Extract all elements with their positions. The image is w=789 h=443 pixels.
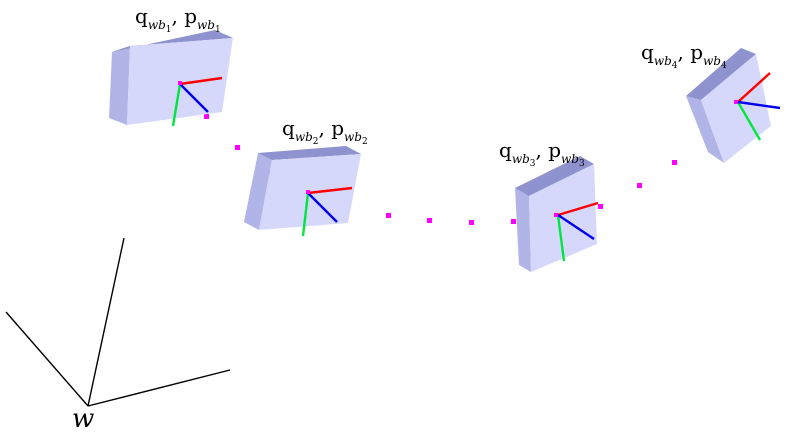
trajectory-point [427,218,432,223]
origin-marker [178,81,182,85]
trajectory-point [637,183,642,188]
rotation-symbol: q [282,116,295,140]
subscript: wb [653,54,672,68]
subscript-index: 1 [165,25,172,35]
body-4 [686,48,781,163]
axis-y [556,214,566,262]
rotation-symbol: q [135,4,148,28]
origin-marker [306,190,310,194]
body-1 [109,30,233,127]
axis-y [171,83,182,127]
axis-x [557,201,599,217]
subscript-index: 2 [312,137,319,147]
subscript-index: 4 [720,61,727,71]
position-symbol: p [184,4,198,28]
trajectory-point [672,160,677,165]
subscript: wb [294,130,313,144]
subscript-index: 3 [578,159,585,169]
subscript-index: 3 [529,159,536,169]
box-side [686,96,724,163]
axis-x [179,76,223,86]
rotation-symbol: q [641,40,654,64]
pose-label-4: qwb4, pwb4 [641,40,727,71]
box-side [109,46,130,125]
axis-y [301,192,310,237]
world-frame-label: w [72,404,95,434]
rotation-symbol: q [499,138,512,162]
pose-label-3: qwb3, pwb3 [499,138,585,169]
body-2 [244,146,361,237]
position-symbol: p [331,116,345,140]
subscript-index: 2 [361,137,368,147]
axis-z [737,100,781,110]
pose-label-1: qwb1, pwb1 [135,4,221,35]
box-side [244,153,272,230]
world-axis-c [87,369,231,407]
subscript: wb [344,130,362,144]
subscript: wb [147,18,166,32]
box-top [686,48,756,100]
axis-z [307,192,338,223]
world-axis-a [5,311,89,407]
body-3 [515,156,599,272]
trajectory-point [204,114,209,119]
axis-x [737,72,771,103]
subscript: wb [703,54,721,68]
subscript-index: 4 [671,61,678,71]
trajectory-point [469,220,474,225]
box-top [515,156,594,196]
trajectory-point [511,219,516,224]
position-symbol: p [690,40,704,64]
origin-marker [554,213,558,217]
trajectory-point [598,204,603,209]
box-side [515,188,531,272]
box-top [258,146,361,160]
subscript: wb [561,152,579,166]
axis-z [179,83,209,113]
subscript: wb [511,152,530,166]
axis-x [307,186,353,195]
origin-marker [734,100,738,104]
position-symbol: p [548,138,562,162]
world-axis-b [87,237,125,407]
world-frame [5,237,231,407]
box-front [701,54,771,163]
pose-label-2: qwb2, pwb2 [282,116,368,147]
axis-z [557,214,595,240]
subscript: wb [197,18,215,32]
trajectory-point [235,145,240,150]
trajectory-point [386,213,391,218]
subscript-index: 1 [214,25,221,35]
box-top [112,30,233,52]
axis-y [736,101,762,141]
